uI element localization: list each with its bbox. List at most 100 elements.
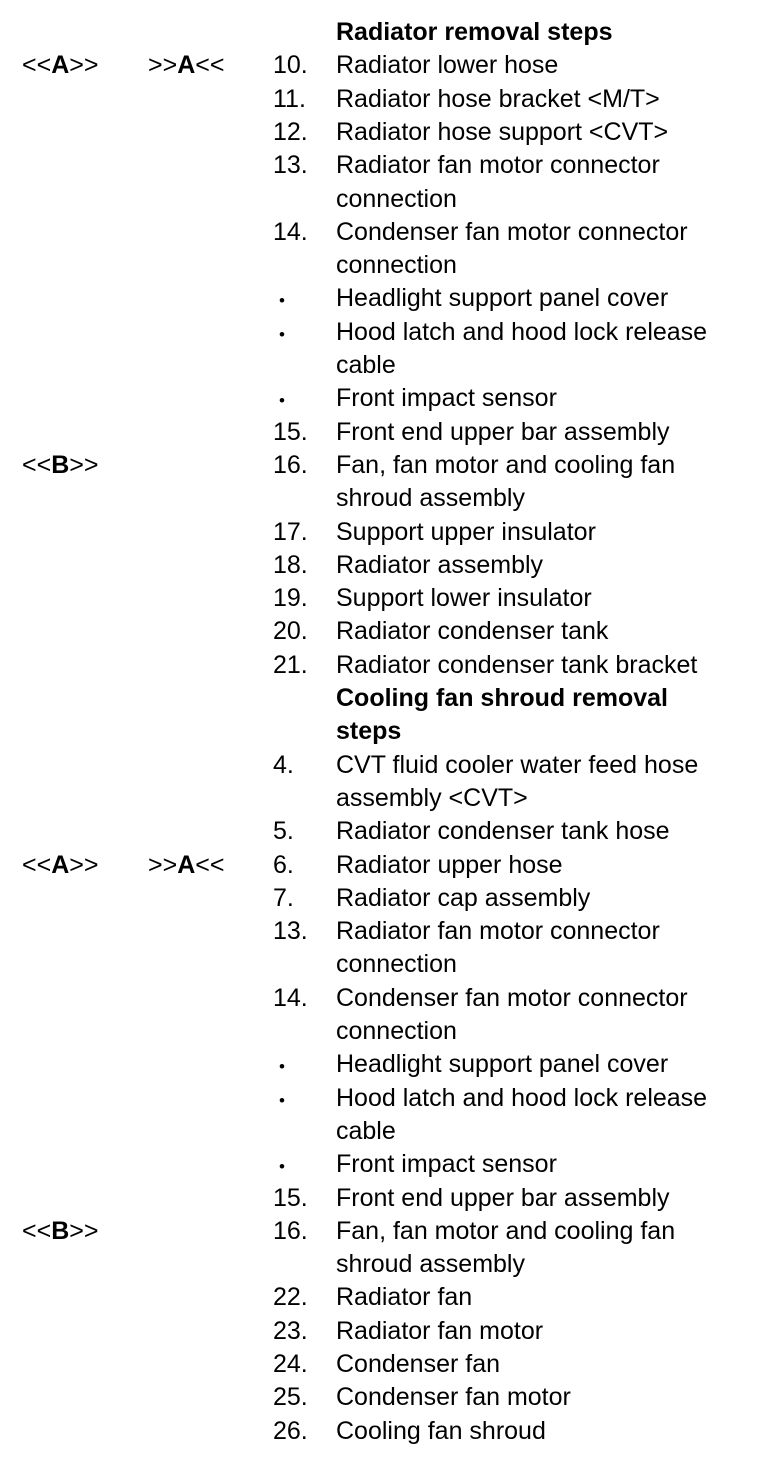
service-mark-a: <<A>> [22, 850, 99, 879]
step-number: 25. [273, 1383, 308, 1412]
step-text: Support upper insulator [336, 517, 596, 546]
list-item: 7. Radiator cap assembly [0, 881, 768, 915]
list-item-cont: connection [0, 1014, 768, 1048]
list-item: 12.Radiator hose support <CVT> [0, 115, 768, 149]
step-number: 17. [273, 517, 308, 546]
step-text: connection [336, 1017, 457, 1045]
list-item: •Headlight support panel cover [0, 1047, 768, 1081]
step-number: 5. [273, 817, 294, 846]
list-item: 15. Front end upper bar assembly [0, 415, 768, 449]
step-number: 7. [273, 883, 294, 912]
step-number: 20. [273, 617, 308, 646]
step-text: shroud assembly [336, 1250, 525, 1279]
step-text: connection [336, 184, 457, 213]
list-item-cont: cable [0, 348, 768, 382]
list-item-cont: assembly <CVT> [0, 781, 768, 815]
step-text: Radiator cap assembly [336, 883, 591, 912]
step-text: Front end upper bar assembly [336, 417, 670, 446]
step-number: 23. [273, 1316, 308, 1345]
step-number: 14. [273, 217, 308, 246]
step-number: 19. [273, 584, 308, 613]
list-item-cont: cable [0, 1114, 768, 1148]
step-number: 15. [273, 417, 308, 446]
list-item: •Headlight support panel cover [0, 281, 768, 315]
service-mark-a-install: >>A<< [148, 850, 225, 879]
list-item: 5. Radiator condenser tank hose [0, 814, 768, 848]
shroud-heading-cont: steps [0, 714, 768, 748]
service-mark-a: <<A>> [22, 51, 99, 80]
step-text: Radiator hose support <CVT> [336, 117, 669, 146]
section-heading: steps [336, 717, 402, 746]
step-text: Radiator condenser tank bracket [336, 650, 698, 679]
step-text: Cooling fan shroud [336, 1416, 546, 1445]
list-item: 25. Condenser fan motor [0, 1380, 768, 1414]
bullet-point: • [279, 291, 285, 311]
list-item: 11.Radiator hose bracket <M/T> [0, 82, 768, 116]
service-mark-b: <<B>> [22, 450, 99, 479]
shroud-heading: Cooling fan shroud removal [0, 681, 768, 715]
list-item: 24. Condenser fan [0, 1347, 768, 1381]
step-number: 22. [273, 1283, 308, 1312]
list-item: 14. Condenser fan motor connector [0, 215, 768, 249]
step-number: 15. [273, 1183, 308, 1212]
step-number: 16. [273, 450, 308, 479]
step-text: CVT fluid cooler water feed hose [336, 750, 699, 779]
list-item: • Front impact sensor [0, 1147, 768, 1181]
bullet-point: • [279, 324, 285, 344]
list-item: 14.Condenser fan motor connector [0, 981, 768, 1015]
step-number: 16. [273, 1216, 308, 1245]
list-item-cont: connection [0, 248, 768, 282]
list-item: 4. CVT fluid cooler water feed hose [0, 748, 768, 782]
step-text: Front end upper bar assembly [336, 1183, 670, 1212]
step-text: Radiator condenser tank hose [336, 817, 670, 846]
step-text: Hood latch and hood lock release [336, 317, 708, 346]
step-text: connection [336, 950, 457, 979]
step-text: Radiator upper hose [336, 850, 563, 879]
step-text: Fan, fan motor and cooling fan [336, 450, 676, 479]
list-item: <<B>>16.Fan, fan motor and cooling fan [0, 1214, 768, 1248]
service-mark-a-install: >>A<< [148, 51, 225, 80]
list-item: 13.Radiator fan motor connector [0, 148, 768, 182]
list-item: •Front impact sensor [0, 381, 768, 415]
step-text: Condenser fan motor connector [336, 217, 688, 246]
list-item-cont: shroud assembly [0, 481, 768, 515]
list-item-cont: connection [0, 182, 768, 216]
service-mark-b: <<B>> [22, 1216, 99, 1245]
step-text: Radiator lower hose [336, 51, 559, 80]
step-number: 24. [273, 1350, 308, 1378]
list-item: 21.Radiator condenser tank bracket [0, 648, 768, 682]
list-item: • Hood latch and hood lock release [0, 315, 768, 349]
list-item: <<A>>>>A<<6.Radiator upper hose [0, 848, 768, 882]
bullet-point: • [279, 1057, 285, 1077]
step-number: 13. [273, 151, 308, 180]
list-item: 19. Support lower insulator [0, 581, 768, 615]
step-number: 4. [273, 750, 294, 779]
step-text: Radiator condenser tank [336, 617, 609, 646]
step-text: Radiator assembly [336, 550, 544, 579]
section-heading: Cooling fan shroud removal [336, 684, 668, 712]
step-text: Condenser fan motor connector [336, 983, 688, 1012]
step-number: 18. [273, 550, 308, 579]
list-item: 17. Support upper insulator [0, 515, 768, 549]
step-number: 10. [273, 51, 308, 80]
bullet-point: • [279, 1157, 285, 1177]
step-text: Condenser fan [336, 1350, 501, 1378]
list-item: <<B>> 16. Fan, fan motor and cooling fan [0, 448, 768, 482]
step-text: Radiator fan motor connector [336, 917, 660, 946]
step-text: Radiator hose bracket <M/T> [336, 84, 660, 113]
step-text: Hood latch and hood lock release [336, 1083, 708, 1112]
step-text: Front impact sensor [336, 1150, 557, 1179]
list-item: 15. Front end upper bar assembly [0, 1181, 768, 1215]
step-text: cable [336, 351, 396, 379]
step-text: connection [336, 251, 457, 280]
step-text: assembly <CVT> [336, 783, 528, 812]
list-item: •Hood latch and hood lock release [0, 1081, 768, 1115]
section-heading: Radiator removal steps [336, 18, 613, 46]
list-item: 22.Radiator fan [0, 1280, 768, 1314]
step-text: Condenser fan motor [336, 1383, 571, 1412]
list-item: 23.Radiator fan motor [0, 1314, 768, 1348]
step-text: Front impact sensor [336, 384, 557, 413]
step-text: Support lower insulator [336, 584, 592, 613]
list-item-cont: shroud assembly [0, 1247, 768, 1281]
